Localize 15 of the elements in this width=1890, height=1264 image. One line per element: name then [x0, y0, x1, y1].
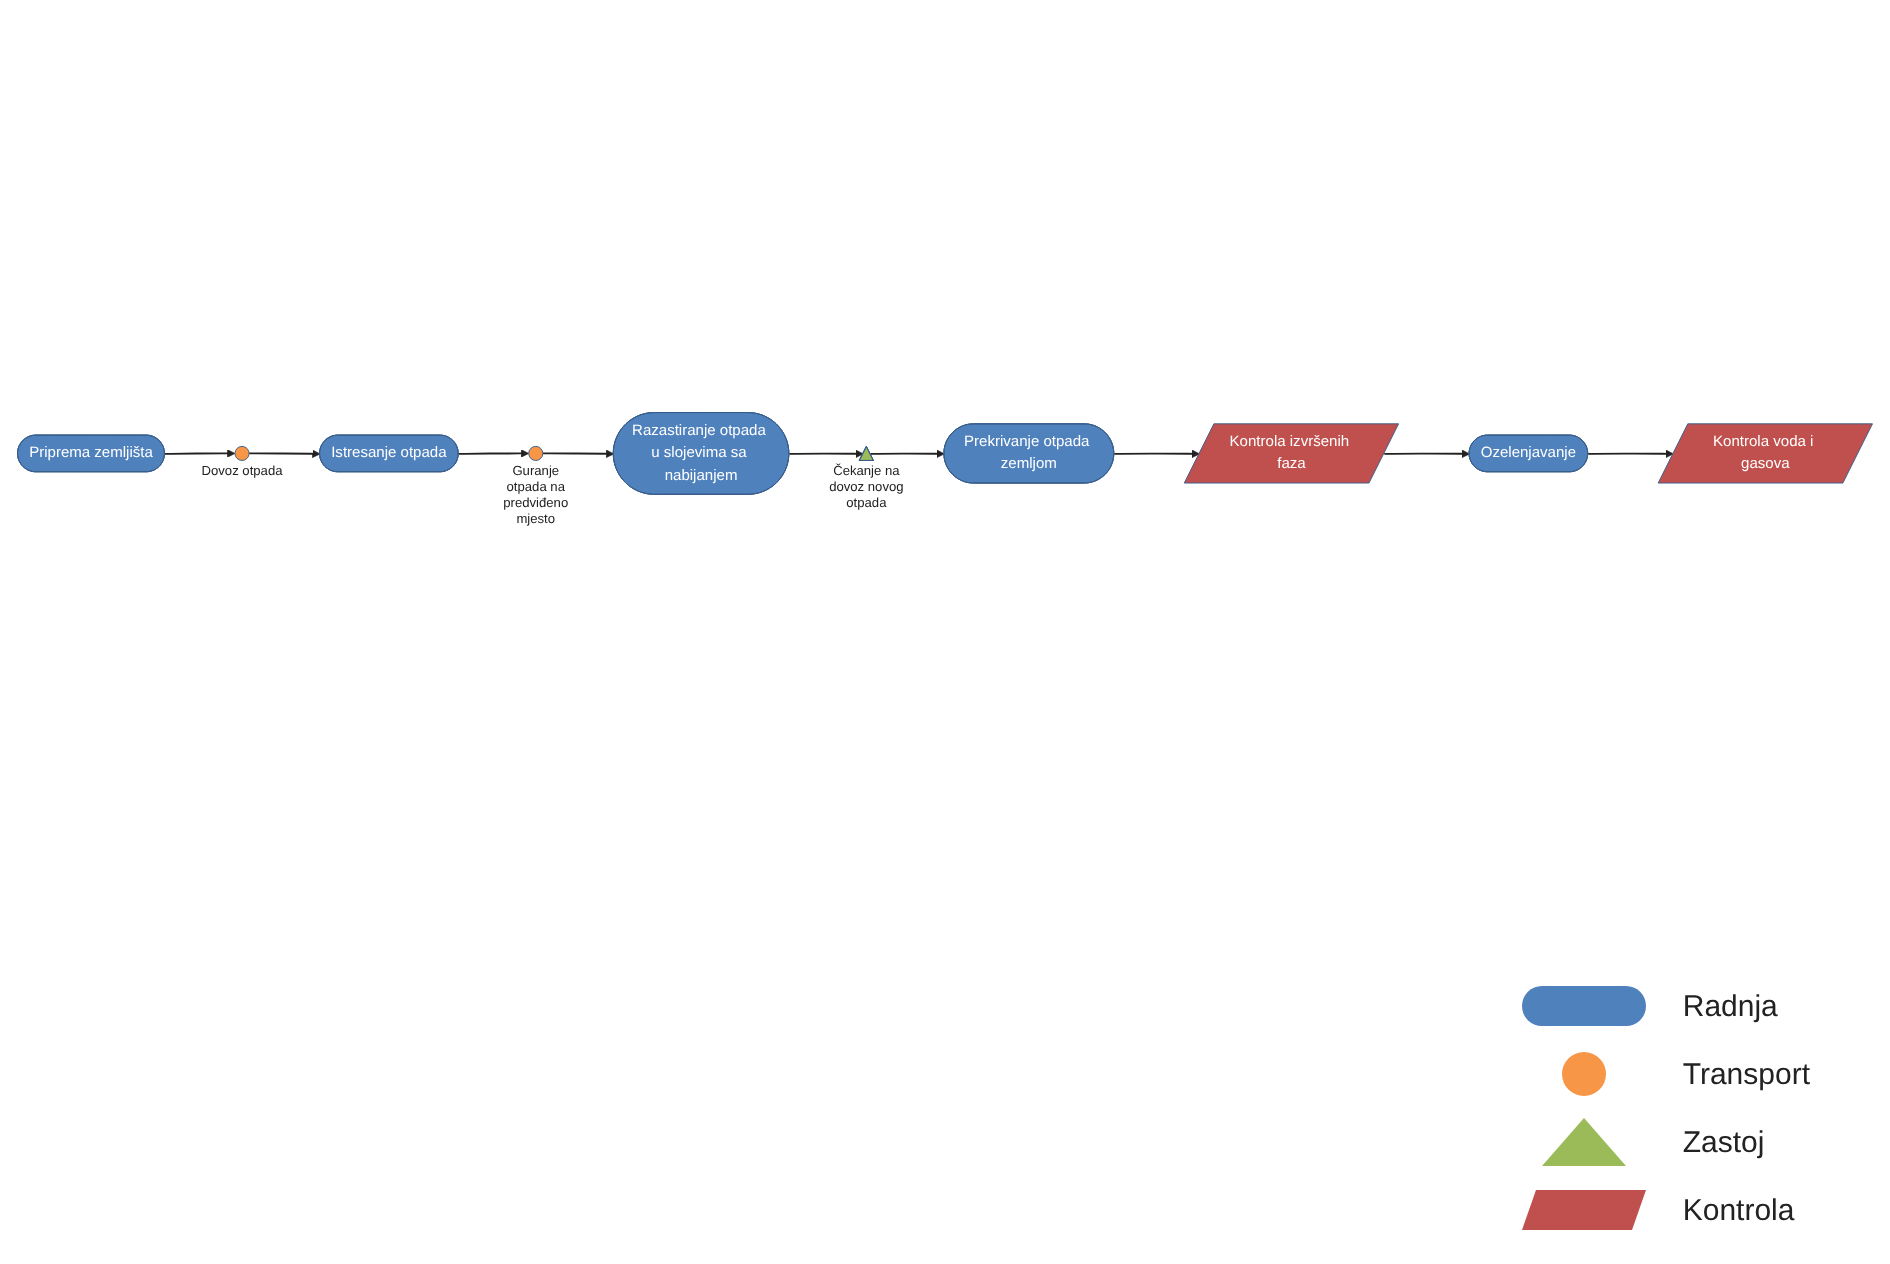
- arrow: [869, 449, 945, 458]
- arrow: [248, 449, 321, 458]
- arrow: [788, 449, 864, 458]
- legend-label: Zastoj: [1682, 1125, 1765, 1159]
- arrow: [164, 449, 236, 458]
- arrow: [457, 449, 530, 458]
- legend-label: Radnja: [1682, 989, 1778, 1023]
- node-circle: [234, 445, 250, 461]
- arrow: [541, 449, 615, 458]
- arrow: [1113, 449, 1200, 458]
- legend-label: Transport: [1682, 1057, 1810, 1091]
- arrow: [1383, 449, 1470, 458]
- arrow: [1587, 449, 1674, 458]
- node-circle: [528, 445, 544, 461]
- legend-label: Kontrola: [1682, 1193, 1795, 1227]
